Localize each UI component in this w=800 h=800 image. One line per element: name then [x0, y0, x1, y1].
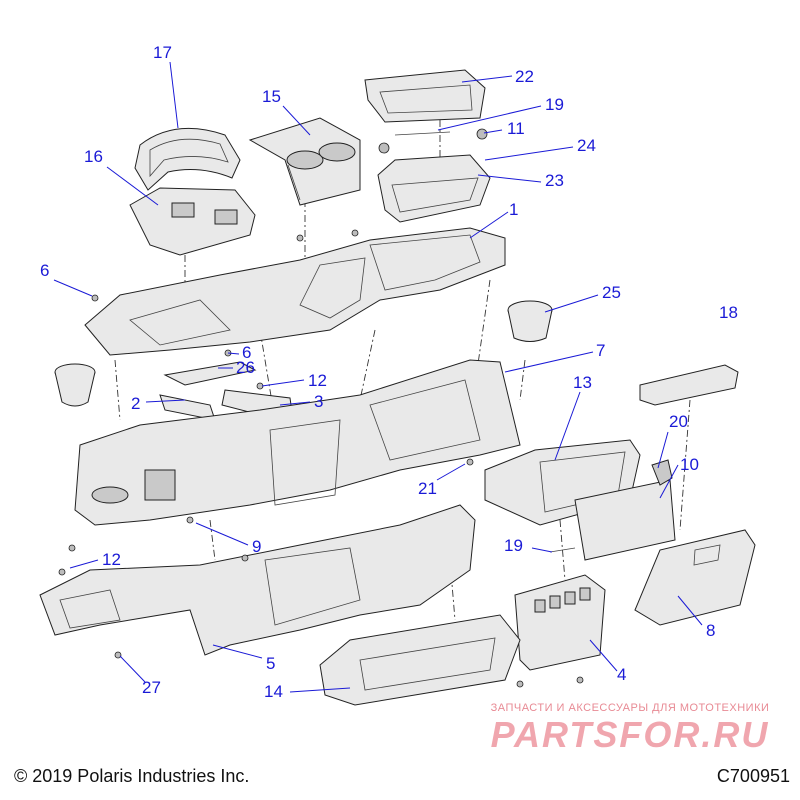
part-8-glovebox-door — [634, 529, 756, 626]
callout-8: 8 — [706, 621, 715, 640]
part-25-cupholder-right — [507, 300, 553, 342]
callout-4: 4 — [617, 665, 626, 684]
callout-25: 25 — [602, 283, 621, 302]
cupholder-left — [54, 363, 96, 407]
leader-lines — [53, 61, 703, 693]
copyright-notice: © 2019 Polaris Industries Inc. — [14, 766, 250, 786]
part-10-display-glass — [574, 479, 676, 561]
callout-3: 3 — [314, 392, 323, 411]
part-4-switch-panel — [514, 574, 606, 671]
part-1-upper-dash — [84, 227, 506, 356]
callout-6-second: 6 — [242, 343, 251, 362]
callout-20: 20 — [669, 412, 688, 431]
callout-26: 26 — [236, 358, 255, 377]
callout-11: 11 — [507, 119, 525, 138]
figure-code: C700951 — [716, 766, 790, 786]
part-7-dash-frame — [74, 359, 521, 526]
part-23-storage-bin — [377, 154, 491, 223]
part-5-lower-dash — [39, 504, 476, 656]
callout-13: 13 — [573, 373, 592, 392]
part-14-lower-tray — [319, 614, 521, 706]
callout-9: 9 — [252, 537, 261, 556]
callout-21: 21 — [418, 479, 437, 498]
callout-16: 16 — [84, 147, 103, 166]
callout-2: 2 — [131, 394, 140, 413]
watermark-tagline: ЗАПЧАСТИ И АКСЕССУАРЫ ДЛЯ МОТОТЕХНИКИ — [490, 702, 770, 714]
callout-1: 1 — [509, 200, 518, 219]
callout-15: 15 — [262, 87, 281, 106]
callout-24: 24 — [577, 136, 596, 155]
callout-6: 6 — [40, 261, 49, 280]
callout-12: 12 — [308, 371, 327, 390]
callout-12-second: 12 — [102, 550, 121, 569]
callout-18: 18 — [719, 303, 738, 322]
part-15-cupholder-tray — [248, 117, 361, 206]
callout-27: 27 — [142, 678, 161, 697]
part-17-gauge-bezel — [134, 127, 241, 191]
callout-22: 22 — [515, 67, 534, 86]
callout-14: 14 — [264, 682, 283, 701]
callout-23: 23 — [545, 171, 564, 190]
watermark-brand: PARTSFOR.RU — [490, 714, 770, 755]
callout-19-second: 19 — [504, 536, 523, 555]
fasteners — [58, 128, 584, 688]
callout-10: 10 — [680, 455, 699, 474]
part-22-storage-lid — [364, 69, 486, 123]
callout-7: 7 — [596, 341, 605, 360]
callout-labels: 17 15 22 19 11 24 23 16 1 6 25 18 6 26 7… — [40, 43, 738, 701]
part-16-gauge-housing — [129, 187, 256, 256]
callout-17: 17 — [153, 43, 172, 62]
part-20-latch — [651, 459, 673, 486]
callout-19: 19 — [545, 95, 564, 114]
watermark: ЗАПЧАСТИ И АКСЕССУАРЫ ДЛЯ МОТОТЕХНИКИ PA… — [470, 700, 790, 758]
callout-5: 5 — [266, 654, 275, 673]
part-18-trim-strip — [639, 364, 739, 406]
